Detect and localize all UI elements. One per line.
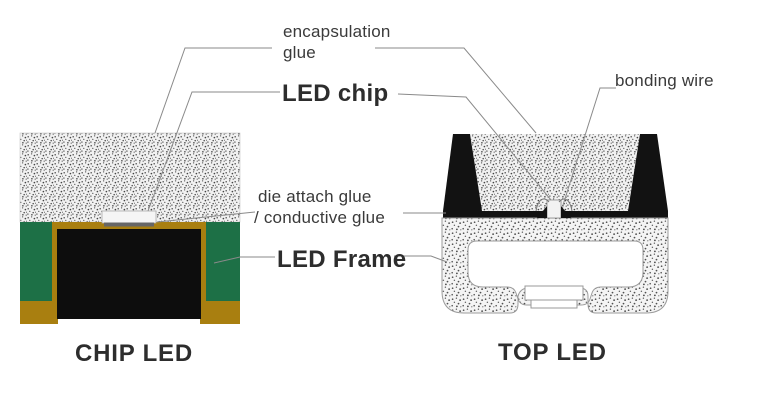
leader-lines [147,47,616,264]
label-die-attach-glue-line1: die attach glue [258,187,372,206]
diagram-labels: encapsulation glue LED chip bonding wire… [75,22,714,367]
top-led-diagram [441,134,669,314]
chip-led-die-attach-glue [104,222,154,227]
caption-top-led: TOP LED [498,339,607,366]
leader-die-attach-to-chip-led [156,211,256,223]
chip-led-pad-right [200,301,240,324]
leader-encapsulation-to-chip-led [154,47,272,134]
leader-encapsulation-to-top-led [375,47,537,134]
chip-led-lead-right-edge [201,229,206,319]
chip-led-frame-left [20,222,52,301]
top-led-bonding-wire-right [558,198,573,212]
top-led-lead-tab-upper [524,285,584,301]
leader-led-chip-to-chip-led [147,91,280,212]
label-led-chip: LED chip [282,80,388,107]
caption-chip-led: CHIP LED [75,340,193,367]
leader-led-frame-to-chip-led [213,256,275,264]
label-die-attach-glue-line2: / conductive glue [254,208,385,227]
chip-led-diagram [19,132,241,324]
label-encapsulation-glue-line2: glue [283,43,316,62]
top-led-die-attach-left [537,206,547,218]
chip-led-lead-left-edge [52,229,57,319]
top-led-die-attach-right [561,206,571,218]
label-bonding-wire: bonding wire [615,71,714,90]
top-led-wall-right [628,134,668,211]
top-led-encapsulation-region [470,134,640,211]
top-led-bonding-wire-left [535,198,550,212]
leader-led-frame-to-top-led [394,255,448,263]
leader-led-chip-to-top-led [397,93,552,201]
chip-led-chip [101,210,157,224]
top-led-wall-left [443,134,482,211]
label-led-frame: LED Frame [277,246,406,273]
chip-led-frame-right [206,222,240,301]
leader-bonding-wire [562,87,616,206]
chip-led-pad-left [20,301,58,324]
label-encapsulation-glue-line1: encapsulation [283,22,391,41]
top-led-chip [546,199,562,219]
chip-led-cavity [57,229,201,319]
top-led-lead-tab-lower [530,299,578,309]
chip-led-encapsulation-region [19,132,241,223]
